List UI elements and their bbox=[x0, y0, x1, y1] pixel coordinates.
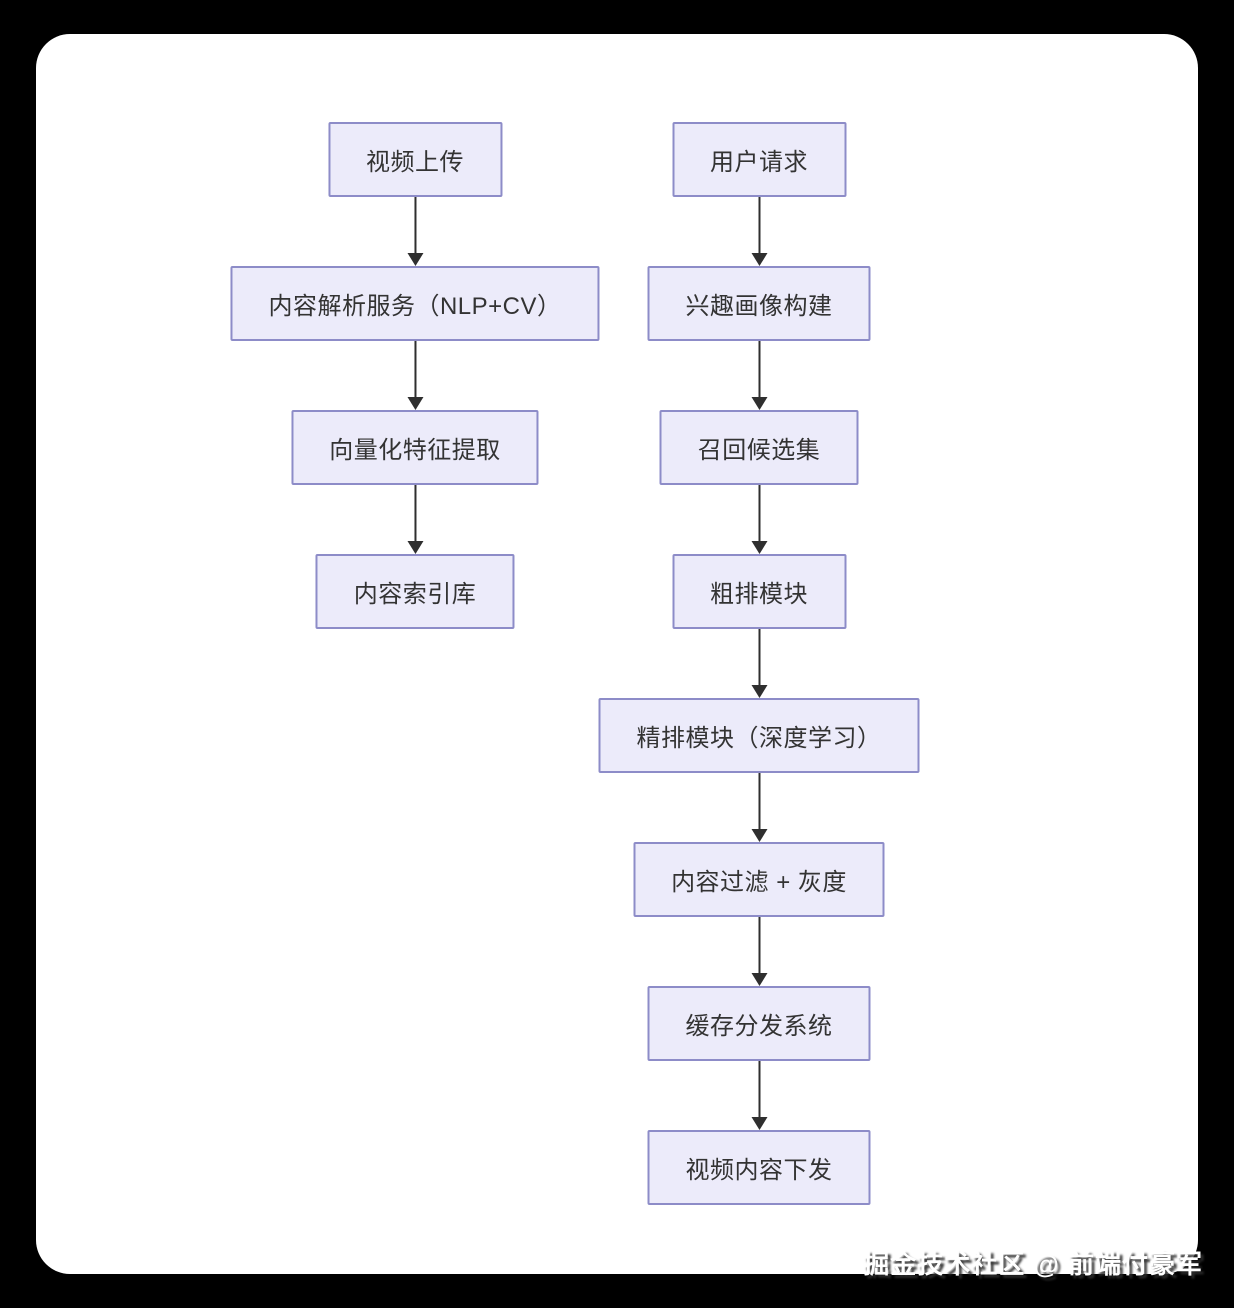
arrow-head-icon bbox=[406, 253, 423, 266]
arrow-line bbox=[413, 197, 416, 254]
flow-node-vector-feature-extraction: 向量化特征提取 bbox=[291, 410, 539, 485]
arrow-line bbox=[413, 341, 416, 398]
flow-node-content-filter-graying: 内容过滤 + 灰度 bbox=[633, 842, 885, 917]
flow-node-interest-profile: 兴趣画像构建 bbox=[647, 266, 871, 341]
down-arrow bbox=[750, 629, 768, 698]
arrow-line bbox=[758, 1061, 760, 1118]
flow-node-label: 内容过滤 + 灰度 bbox=[671, 869, 847, 896]
arrow-head-icon bbox=[406, 541, 423, 554]
flow-node-content-parsing: 内容解析服务（NLP+CV） bbox=[230, 266, 600, 341]
down-arrow bbox=[406, 341, 424, 410]
content-pipeline-column: 视频上传 内容解析服务（NLP+CV） 向量化特征提取 内容索引库 bbox=[230, 122, 600, 629]
arrow-line bbox=[758, 341, 760, 398]
flow-node-label: 内容解析服务（NLP+CV） bbox=[268, 293, 562, 320]
flow-node-label: 精排模块（深度学习） bbox=[636, 725, 882, 752]
down-arrow bbox=[750, 197, 768, 266]
flow-node-label: 向量化特征提取 bbox=[329, 437, 501, 464]
down-arrow bbox=[750, 341, 768, 410]
flow-node-fine-ranking: 精排模块（深度学习） bbox=[598, 698, 920, 773]
flow-node-coarse-ranking: 粗排模块 bbox=[672, 554, 846, 629]
flow-node-user-request: 用户请求 bbox=[672, 122, 846, 197]
arrow-line bbox=[758, 485, 760, 542]
down-arrow bbox=[750, 917, 768, 986]
flow-node-video-upload: 视频上传 bbox=[327, 122, 502, 197]
flow-node-label: 粗排模块 bbox=[710, 581, 808, 608]
diagram-card bbox=[36, 34, 1198, 1274]
flow-node-label: 视频上传 bbox=[365, 149, 464, 176]
flow-node-video-content-delivery: 视频内容下发 bbox=[647, 1130, 871, 1205]
arrow-head-icon bbox=[751, 973, 767, 986]
down-arrow bbox=[406, 197, 424, 266]
flow-node-label: 用户请求 bbox=[710, 149, 808, 176]
flow-node-content-index-store: 内容索引库 bbox=[315, 554, 515, 629]
down-arrow bbox=[406, 485, 424, 554]
arrow-head-icon bbox=[751, 253, 767, 266]
down-arrow bbox=[750, 485, 768, 554]
flow-node-label: 内容索引库 bbox=[353, 581, 477, 608]
arrow-line bbox=[413, 485, 416, 542]
flow-node-recall-candidate-set: 召回候选集 bbox=[659, 410, 859, 485]
arrow-line bbox=[758, 629, 760, 686]
arrow-head-icon bbox=[751, 541, 767, 554]
arrow-head-icon bbox=[751, 829, 767, 842]
arrow-head-icon bbox=[406, 397, 423, 410]
arrow-head-icon bbox=[751, 397, 767, 410]
flow-node-label: 兴趣画像构建 bbox=[685, 293, 833, 320]
arrow-head-icon bbox=[751, 1117, 767, 1130]
recommendation-pipeline-column: 用户请求 兴趣画像构建 召回候选集 粗排模块 精排模块（深度学习） 内容过滤 +… bbox=[598, 122, 920, 1205]
arrow-head-icon bbox=[751, 685, 767, 698]
flow-node-label: 召回候选集 bbox=[697, 437, 821, 464]
watermark: 掘金技术社区 @ 前端付豪军 bbox=[863, 1249, 1203, 1279]
flow-node-label: 视频内容下发 bbox=[685, 1157, 833, 1184]
down-arrow bbox=[750, 1061, 768, 1130]
flow-node-cache-distribution: 缓存分发系统 bbox=[647, 986, 871, 1061]
arrow-line bbox=[758, 773, 760, 830]
arrow-line bbox=[758, 917, 760, 974]
flow-node-label: 缓存分发系统 bbox=[685, 1013, 833, 1040]
arrow-line bbox=[758, 197, 760, 254]
down-arrow bbox=[750, 773, 768, 842]
